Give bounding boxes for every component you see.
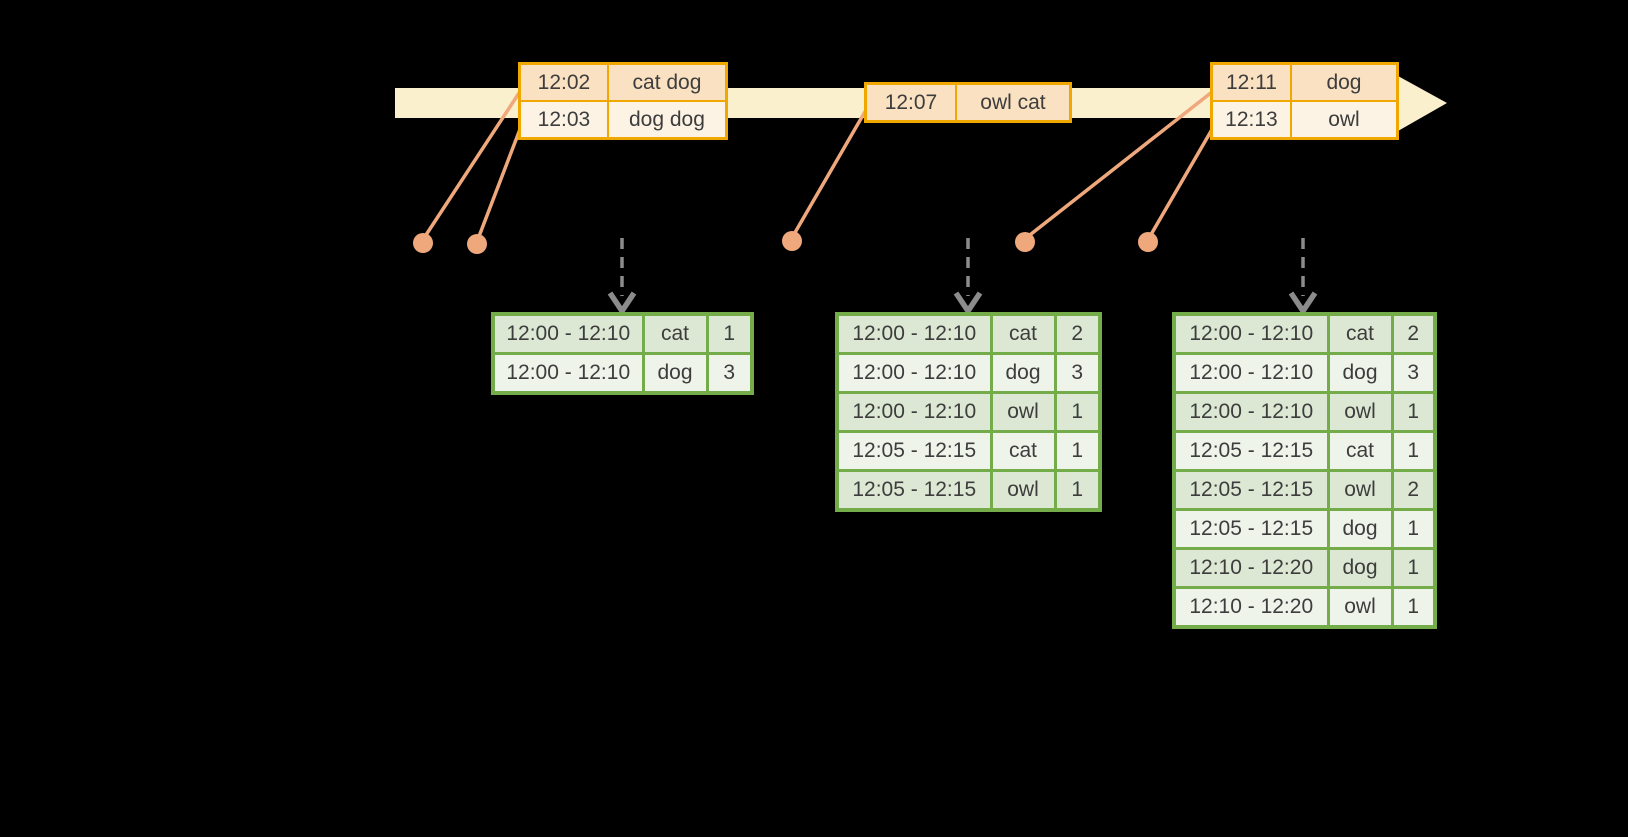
word-cell: dog [1326,547,1394,589]
count-cell: 3 [1390,352,1437,394]
count-cell: 1 [1390,547,1437,589]
event-table-3: 12:11 dog 12:13 owl [1210,62,1399,140]
count-cell: 1 [1390,391,1437,433]
word-cell: owl [1326,586,1394,629]
event-row: 12:07 owl cat [864,82,1072,123]
count-cell: 1 [705,312,754,355]
event-time-cell: 12:11 [1210,62,1292,102]
event-row: 12:03 dog dog [518,100,728,140]
result-row: 12:00 - 12:10 cat 1 [491,312,754,355]
event-dot-icon [413,233,433,253]
count-cell: 1 [1053,391,1102,433]
window-cell: 12:05 - 12:15 [1172,430,1330,472]
count-cell: 1 [1390,430,1437,472]
result-row: 12:05 - 12:15 cat 1 [1172,430,1437,472]
event-dot-icon [467,234,487,254]
window-cell: 12:00 - 12:10 [835,352,993,394]
count-cell: 2 [1390,469,1437,511]
result-row: 12:05 - 12:15 owl 2 [1172,469,1437,511]
trigger-down-arrow-icon [607,238,637,316]
event-time-cell: 12:03 [518,100,609,140]
event-row: 12:11 dog [1210,62,1399,102]
event-time-cell: 12:02 [518,62,609,102]
event-data-cell: cat dog [606,62,728,102]
event-connector-line [1024,90,1214,240]
result-row: 12:05 - 12:15 cat 1 [835,430,1102,472]
result-row: 12:00 - 12:10 dog 3 [491,352,754,395]
window-cell: 12:05 - 12:15 [1172,508,1330,550]
word-cell: cat [641,312,709,355]
result-row: 12:00 - 12:10 cat 2 [835,312,1102,355]
window-cell: 12:00 - 12:10 [1172,312,1330,355]
count-cell: 1 [1053,469,1102,512]
event-dot-icon [782,231,802,251]
event-connector-line [1147,125,1216,239]
result-row: 12:00 - 12:10 owl 1 [835,391,1102,433]
word-cell: dog [989,352,1057,394]
count-cell: 3 [1053,352,1102,394]
result-row: 12:00 - 12:10 dog 3 [1172,352,1437,394]
window-cell: 12:00 - 12:10 [835,391,993,433]
window-cell: 12:00 - 12:10 [491,352,645,395]
event-row: 12:13 owl [1210,100,1399,140]
timeline-arrowhead-icon [1398,76,1447,131]
window-cell: 12:05 - 12:15 [1172,469,1330,511]
event-data-cell: owl cat [954,82,1072,123]
result-row: 12:05 - 12:15 owl 1 [835,469,1102,512]
word-cell: dog [1326,508,1394,550]
count-cell: 2 [1390,312,1437,355]
word-cell: owl [1326,469,1394,511]
trigger-down-arrow-icon [953,238,983,316]
window-cell: 12:10 - 12:20 [1172,586,1330,629]
window-cell: 12:00 - 12:10 [1172,391,1330,433]
result-row: 12:00 - 12:10 cat 2 [1172,312,1437,355]
word-cell: owl [989,469,1057,512]
result-row: 12:05 - 12:15 dog 1 [1172,508,1437,550]
word-cell: dog [1326,352,1394,394]
count-cell: 2 [1053,312,1102,355]
window-cell: 12:00 - 12:10 [835,312,993,355]
word-cell: cat [989,312,1057,355]
event-dot-icon [1138,232,1158,252]
window-cell: 12:05 - 12:15 [835,469,993,512]
window-cell: 12:05 - 12:15 [835,430,993,472]
trigger-down-arrow-icon [1288,238,1318,316]
word-cell: owl [989,391,1057,433]
word-cell: cat [989,430,1057,472]
window-cell: 12:00 - 12:10 [1172,352,1330,394]
word-cell: cat [1326,430,1394,472]
result-table-3: 12:00 - 12:10 cat 2 12:00 - 12:10 dog 3 … [1172,312,1437,629]
window-cell: 12:10 - 12:20 [1172,547,1330,589]
event-data-cell: owl [1289,100,1399,140]
count-cell: 3 [705,352,754,395]
word-cell: cat [1326,312,1394,355]
event-data-cell: dog dog [606,100,728,140]
result-table-1: 12:00 - 12:10 cat 1 12:00 - 12:10 dog 3 [491,312,754,395]
word-cell: owl [1326,391,1394,433]
count-cell: 1 [1390,586,1437,629]
count-cell: 1 [1053,430,1102,472]
result-row: 12:10 - 12:20 dog 1 [1172,547,1437,589]
event-table-2: 12:07 owl cat [864,82,1072,123]
event-connector-line [422,89,523,239]
event-connector-line [791,109,868,237]
result-row: 12:00 - 12:10 owl 1 [1172,391,1437,433]
event-time-cell: 12:07 [864,82,957,123]
result-table-2: 12:00 - 12:10 cat 2 12:00 - 12:10 dog 3 … [835,312,1102,512]
count-cell: 1 [1390,508,1437,550]
event-row: 12:02 cat dog [518,62,728,102]
word-cell: dog [641,352,709,395]
event-data-cell: dog [1289,62,1399,102]
result-row: 12:10 - 12:20 owl 1 [1172,586,1437,629]
event-time-cell: 12:13 [1210,100,1292,140]
window-cell: 12:00 - 12:10 [491,312,645,355]
event-table-1: 12:02 cat dog 12:03 dog dog [518,62,728,140]
result-row: 12:00 - 12:10 dog 3 [835,352,1102,394]
event-dot-icon [1015,232,1035,252]
event-connector-line [476,123,524,240]
